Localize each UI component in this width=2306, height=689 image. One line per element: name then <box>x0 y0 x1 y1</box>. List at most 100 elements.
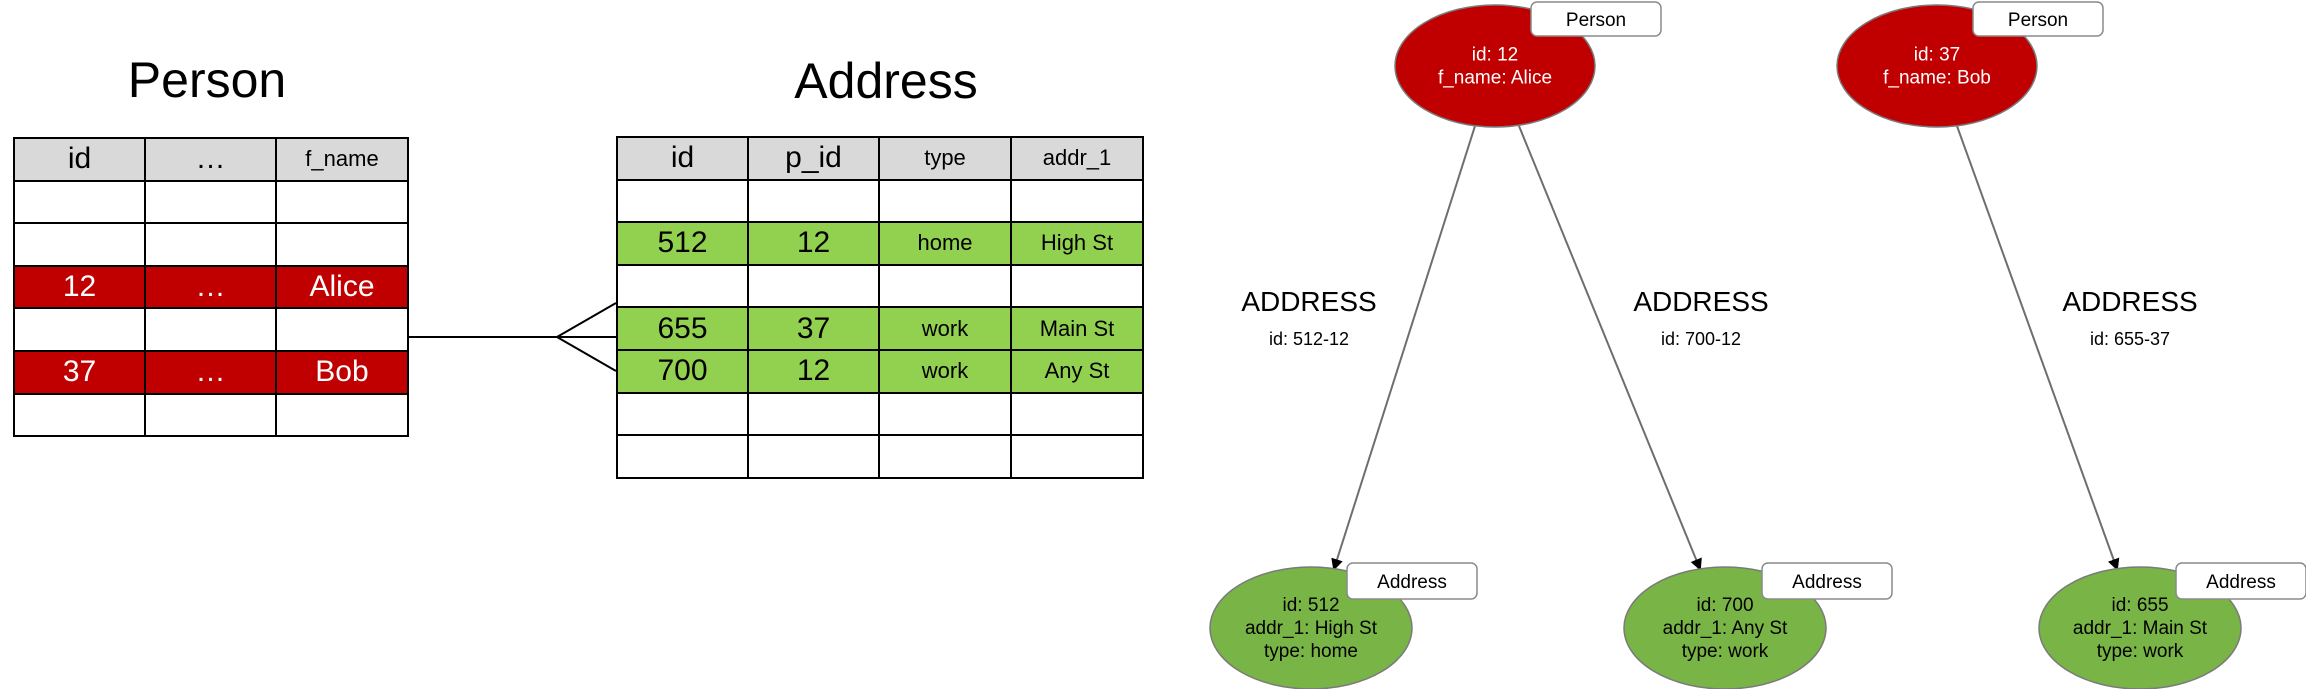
node-label: Address <box>1377 572 1447 593</box>
person-table-cell <box>144 307 277 352</box>
address-table-column-header: p_id <box>747 136 880 181</box>
person-table-cell: 12 <box>13 264 146 310</box>
address-table-column-header: addr_1 <box>1010 136 1144 181</box>
node-property: f_name: Alice <box>1438 68 1552 89</box>
address-table-cell <box>878 391 1012 437</box>
address-table-cell: 12 <box>747 221 880 266</box>
node-label: Person <box>1566 10 1626 31</box>
person-table-cell <box>13 307 146 352</box>
person-node-alice[interactable]: id: 12f_name: Alice Person <box>1394 1 1662 128</box>
address-table-cell <box>616 391 749 437</box>
person-table-cell <box>13 392 146 438</box>
address-table-cell <box>747 178 880 224</box>
person-table-cell <box>275 222 409 267</box>
address-table-row <box>616 263 1144 309</box>
address-table-cell <box>616 263 749 309</box>
address-table-cell: 12 <box>747 348 880 394</box>
node-label-box <box>1761 562 1893 600</box>
person-table-column-header: id <box>13 137 146 182</box>
person-table-cell: Bob <box>275 349 409 395</box>
address-table-cell: work <box>878 306 1012 351</box>
address-table-cell: 700 <box>616 348 749 394</box>
edge-id-label: id: 700-12 <box>1661 329 1741 349</box>
person-table-cell <box>13 222 146 267</box>
address-table-cell <box>747 391 880 437</box>
person-table-row: 12…Alice <box>13 264 409 310</box>
address-table-cell <box>1010 391 1144 437</box>
node-label-box <box>1972 1 2104 37</box>
person-table-column-header: f_name <box>275 137 409 182</box>
node-label-box <box>2175 562 2306 600</box>
person-table-cell <box>144 222 277 267</box>
edge-arrow <box>1331 125 1476 571</box>
node-property: addr_1: Any St <box>1663 618 1788 639</box>
node-property: type: home <box>1264 641 1358 662</box>
address-table-row <box>616 391 1144 437</box>
address-table-cell <box>1010 434 1144 479</box>
person-table-header-row: id…f_name <box>13 137 409 182</box>
address-table-cell: 512 <box>616 221 749 266</box>
edge-arrow <box>1518 125 1702 571</box>
node-property: addr_1: Main St <box>2073 618 2208 639</box>
one-to-many-connector <box>408 302 617 372</box>
person-table-row <box>13 307 409 352</box>
edge-bob-a655: ADDRESS id: 655-37 <box>1956 125 2198 571</box>
address-table-cell <box>878 263 1012 309</box>
edge-id-label: id: 655-37 <box>2090 329 2170 349</box>
address-table-cell <box>878 434 1012 479</box>
node-property: addr_1: High St <box>1245 618 1378 639</box>
address-table-column-header: id <box>616 136 749 181</box>
address-table-cell: home <box>878 221 1012 266</box>
person-table-title: Person <box>127 52 287 108</box>
edge-type-label: ADDRESS <box>1633 286 1768 317</box>
address-table-cell: Any St <box>1010 348 1144 394</box>
node-property: type: work <box>1682 641 1769 662</box>
person-table-row <box>13 179 409 225</box>
node-property: id: 12 <box>1472 45 1518 66</box>
address-table-cell <box>878 178 1012 224</box>
person-table-cell <box>144 179 277 225</box>
person-table-row: 37…Bob <box>13 349 409 395</box>
node-property: type: work <box>2097 641 2184 662</box>
edge-arrow <box>1956 125 2120 571</box>
node-property: id: 37 <box>1914 45 1960 66</box>
edge-type-label: ADDRESS <box>2062 286 2197 317</box>
address-table-cell <box>747 434 880 479</box>
person-table-cell: … <box>144 264 277 310</box>
address-table-row <box>616 178 1144 224</box>
person-table-cell <box>275 179 409 225</box>
person-table-column-header: … <box>144 137 277 182</box>
address-table-cell <box>1010 263 1144 309</box>
address-table-cell <box>1010 178 1144 224</box>
person-table-cell <box>13 179 146 225</box>
address-table-cell: work <box>878 348 1012 394</box>
node-label: Person <box>2008 10 2068 31</box>
address-table-column-header: type <box>878 136 1012 181</box>
node-label: Address <box>1792 572 1862 593</box>
person-table-cell: Alice <box>275 264 409 310</box>
person-table-cell: … <box>144 349 277 395</box>
person-table-row <box>13 222 409 267</box>
address-table-cell <box>616 178 749 224</box>
edge-type-label: ADDRESS <box>1241 286 1376 317</box>
node-property: id: 655 <box>2111 595 2168 616</box>
person-table-row <box>13 392 409 438</box>
address-table-cell: High St <box>1010 221 1144 266</box>
node-label: Address <box>2206 572 2276 593</box>
address-table-title: Address <box>794 53 978 109</box>
address-table-cell <box>747 263 880 309</box>
address-table-cell: 37 <box>747 306 880 351</box>
address-table-row <box>616 434 1144 479</box>
